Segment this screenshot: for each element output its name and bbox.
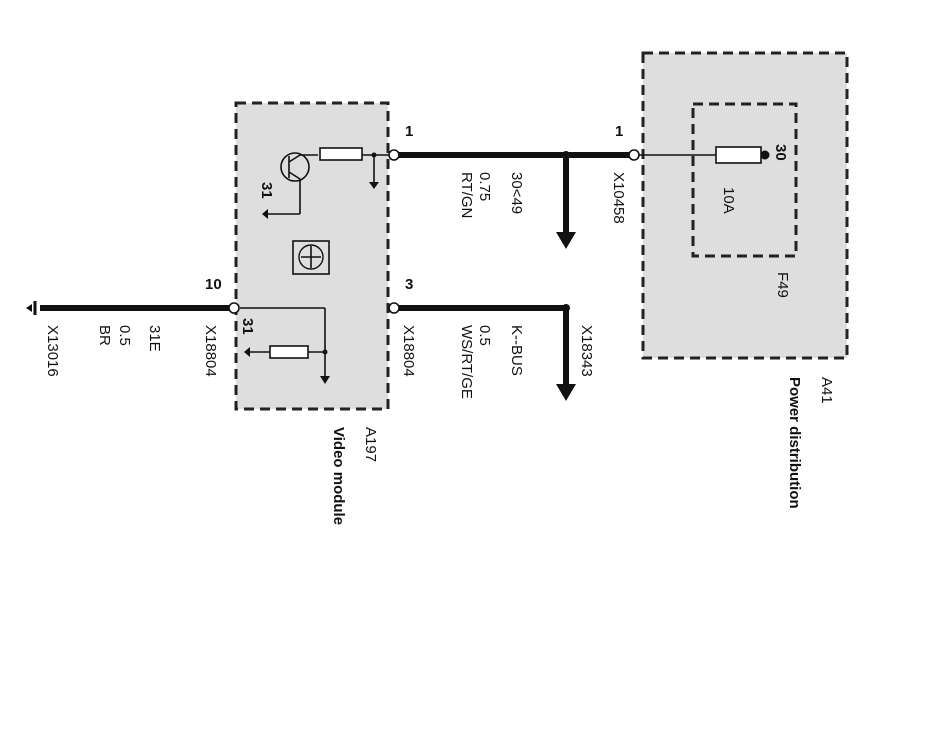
display-icon bbox=[292, 240, 330, 275]
connector-x13016-label: X13016 bbox=[44, 325, 61, 377]
internal-ground-a: 31 bbox=[258, 182, 275, 199]
connector-x18804-right-label: X18804 bbox=[400, 325, 417, 377]
internal-ground-b: 31 bbox=[239, 318, 256, 335]
video-module-id: A197 bbox=[362, 427, 379, 462]
power-wire bbox=[394, 151, 716, 249]
pin-x18804-kbus: 3 bbox=[405, 276, 413, 293]
pin-x18804-top: 1 bbox=[405, 123, 413, 140]
ground-wire bbox=[26, 301, 230, 315]
kbus-circuit-label: K--BUS bbox=[508, 325, 525, 376]
power-gauge-label: 0.75 bbox=[476, 172, 493, 201]
fuse-f49-symbol bbox=[715, 146, 770, 164]
internal-bus-circuit bbox=[240, 307, 330, 384]
fuse-rating-label: 10A bbox=[720, 187, 737, 214]
connector-x18343-label: X18343 bbox=[578, 325, 595, 377]
fuse-box bbox=[691, 102, 798, 258]
pin-x18804-gnd: 10 bbox=[205, 276, 222, 293]
transistor-symbol bbox=[262, 152, 318, 219]
video-module-box bbox=[234, 101, 390, 411]
video-module-name: Video module bbox=[330, 427, 347, 525]
connector-pins bbox=[228, 149, 640, 314]
ground-gauge-label: 0.5 bbox=[116, 325, 133, 346]
power-distribution-id: A41 bbox=[818, 377, 835, 404]
kbus-gauge-label: 0.5 bbox=[476, 325, 493, 346]
kbus-wire bbox=[394, 304, 576, 401]
fuse-terminal-label: 30 bbox=[772, 144, 789, 161]
power-distribution-name: Power distribution bbox=[786, 377, 803, 509]
power-color-label: RT/GN bbox=[458, 172, 475, 218]
ground-circuit-label: 31E bbox=[146, 325, 163, 352]
connector-x10458-label: X10458 bbox=[610, 172, 627, 224]
fuse-id-label: F49 bbox=[774, 272, 791, 298]
power-distribution-box bbox=[641, 51, 849, 360]
resistor-top bbox=[319, 147, 393, 189]
connector-x18804-left-label: X18804 bbox=[202, 325, 219, 377]
kbus-color-label: WS/RT/GE bbox=[458, 325, 475, 399]
power-circuit-label: 30<49 bbox=[508, 172, 525, 214]
pin-x10458: 1 bbox=[615, 123, 623, 140]
ground-color-label: BR bbox=[96, 325, 113, 346]
